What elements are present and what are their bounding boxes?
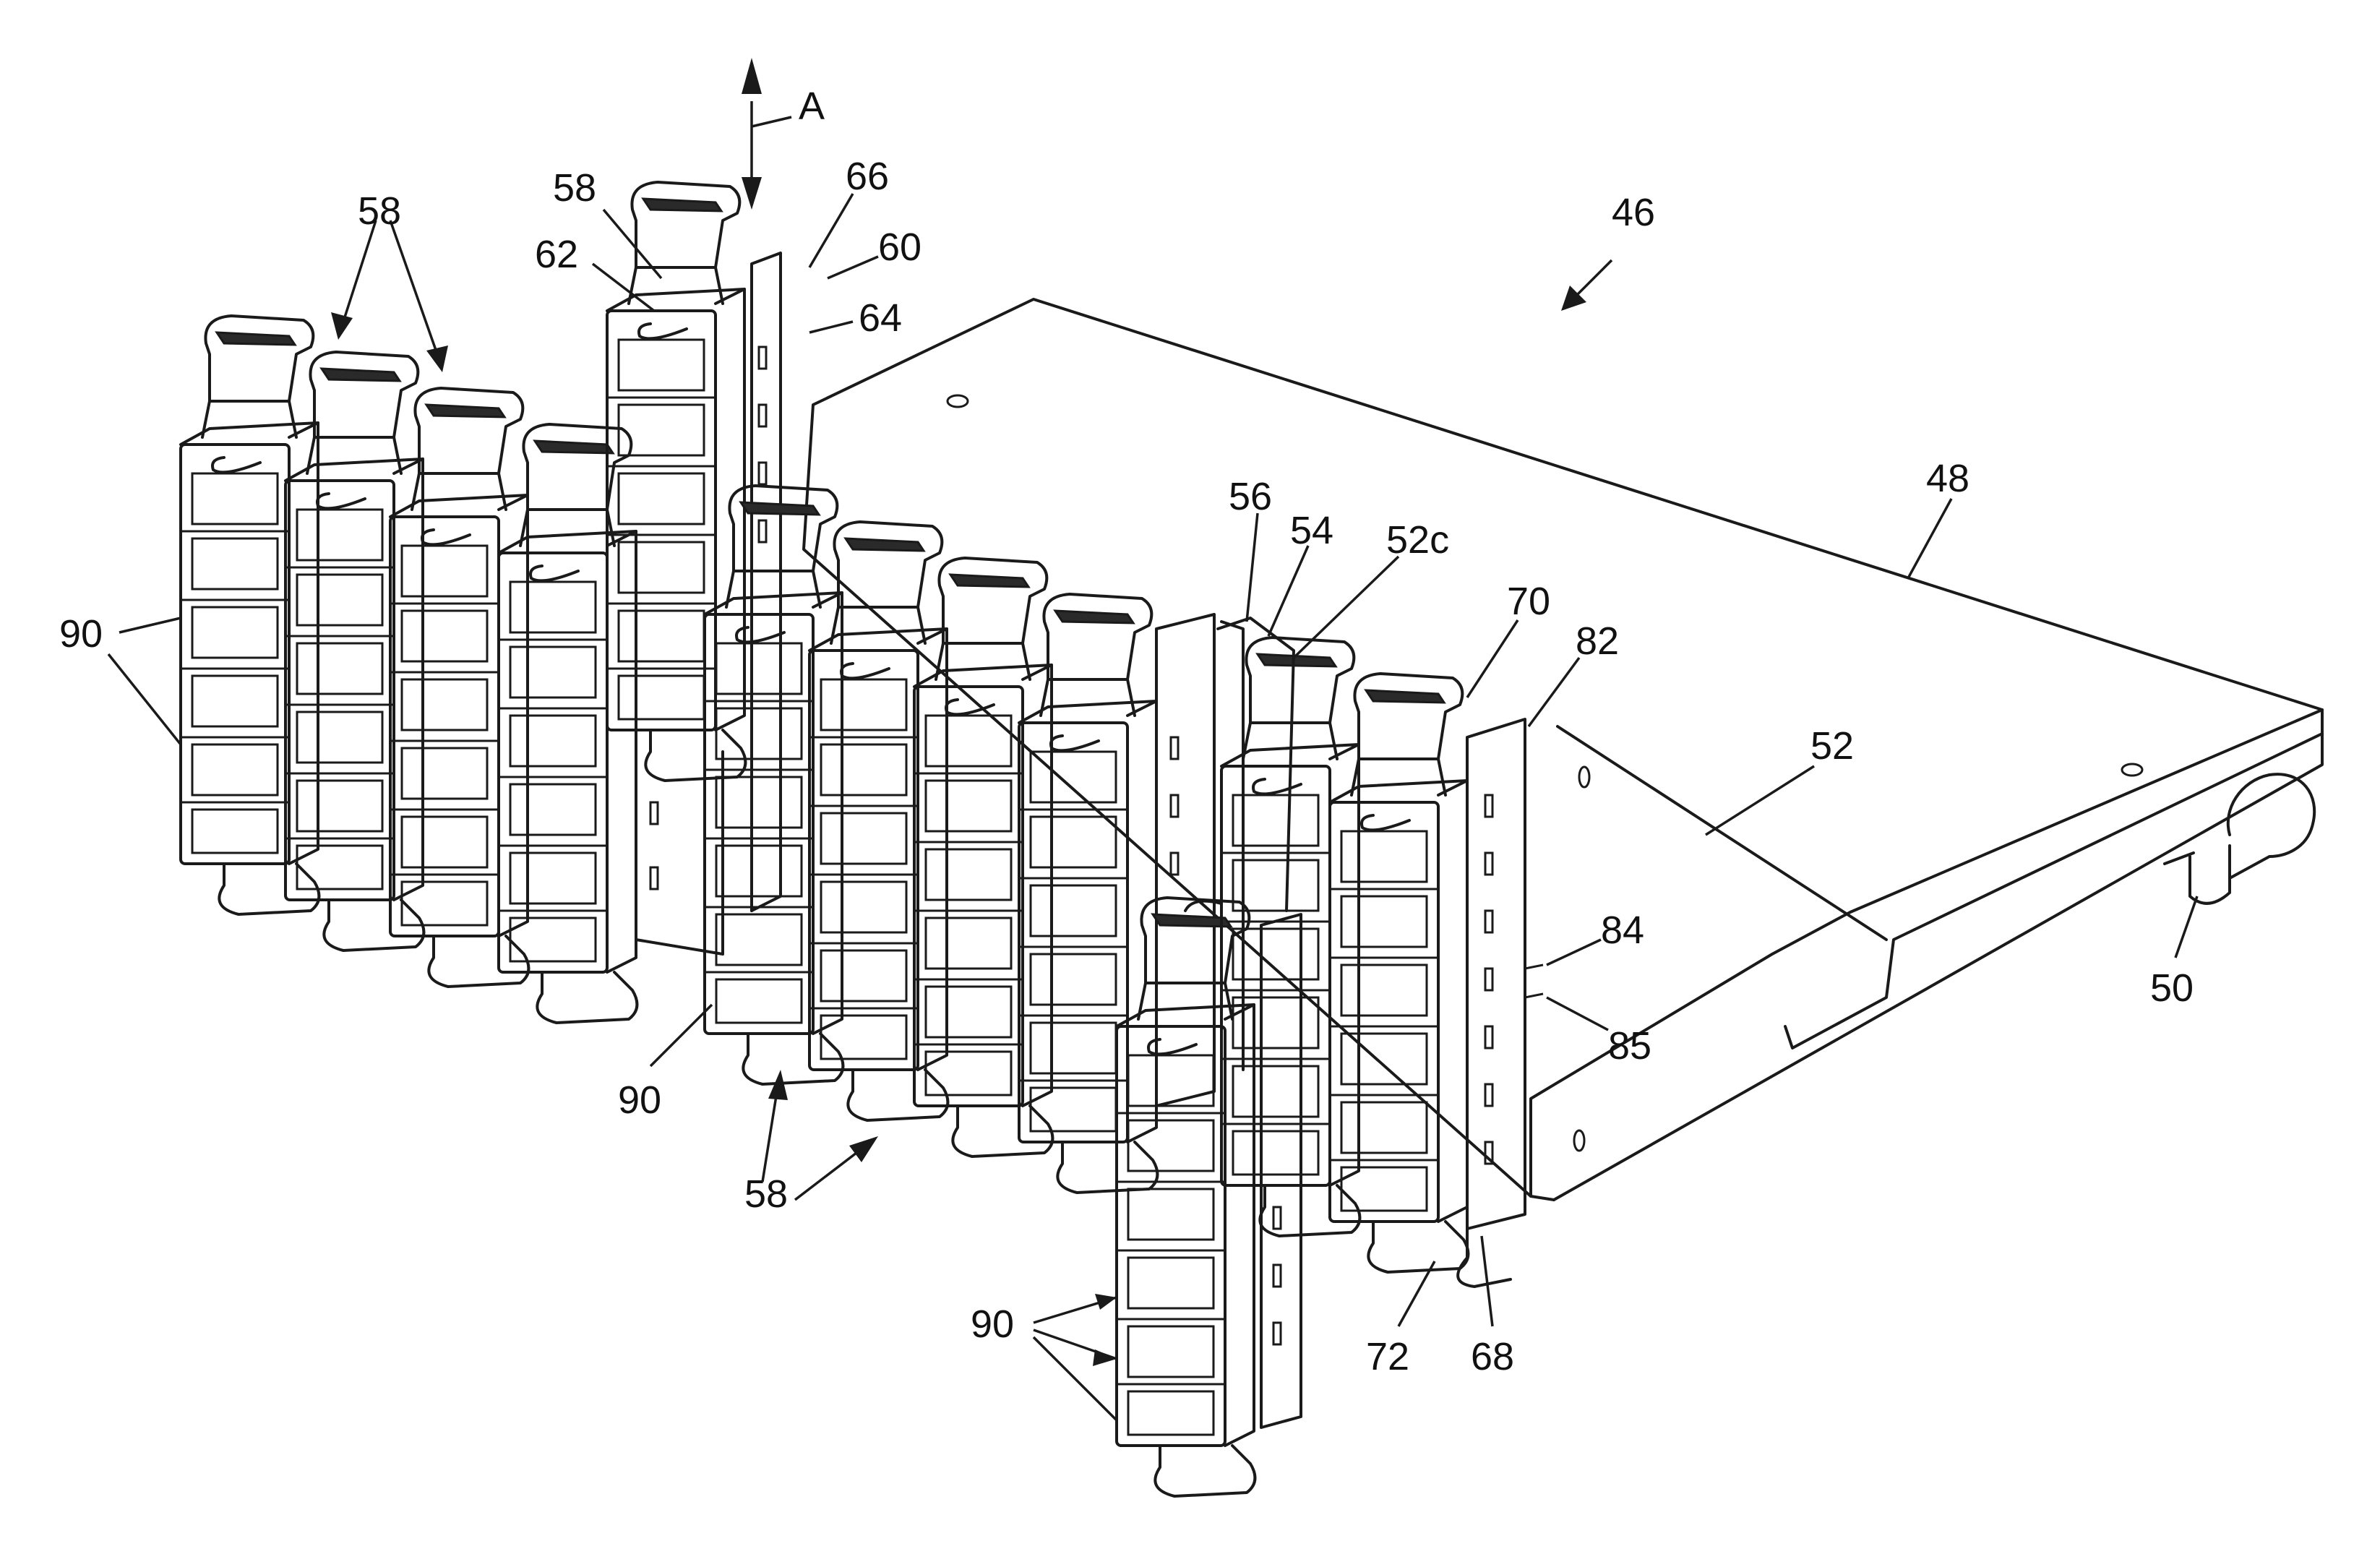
adapter-group-middle	[705, 486, 1243, 1193]
label-68: 68	[1471, 1335, 1514, 1378]
label-46: 46	[1612, 191, 1655, 234]
label-A: A	[799, 85, 825, 128]
label-50: 50	[2150, 966, 2194, 1010]
label-90-middle: 90	[618, 1078, 661, 1122]
label-90-lower: 90	[971, 1302, 1014, 1346]
label-56: 56	[1229, 475, 1272, 518]
label-70: 70	[1507, 580, 1550, 623]
label-58-bottom: 58	[744, 1172, 788, 1216]
label-64: 64	[859, 296, 902, 340]
label-48: 48	[1926, 457, 1969, 500]
label-52c: 52c	[1386, 518, 1449, 562]
label-90-left: 90	[59, 612, 103, 656]
label-54: 54	[1290, 509, 1333, 552]
label-58-lifted: 58	[553, 166, 596, 210]
label-82: 82	[1576, 619, 1619, 663]
adapter-group-left	[181, 316, 637, 1023]
adapter-lowered	[1117, 898, 1301, 1496]
label-85: 85	[1608, 1024, 1651, 1068]
label-72: 72	[1366, 1335, 1409, 1378]
adapter-group-right	[1218, 618, 1543, 1287]
label-60: 60	[878, 226, 922, 269]
label-52: 52	[1810, 724, 1854, 768]
label-58-top-left: 58	[358, 189, 401, 233]
label-66: 66	[846, 155, 889, 198]
label-62: 62	[535, 233, 578, 276]
label-84: 84	[1601, 909, 1644, 952]
